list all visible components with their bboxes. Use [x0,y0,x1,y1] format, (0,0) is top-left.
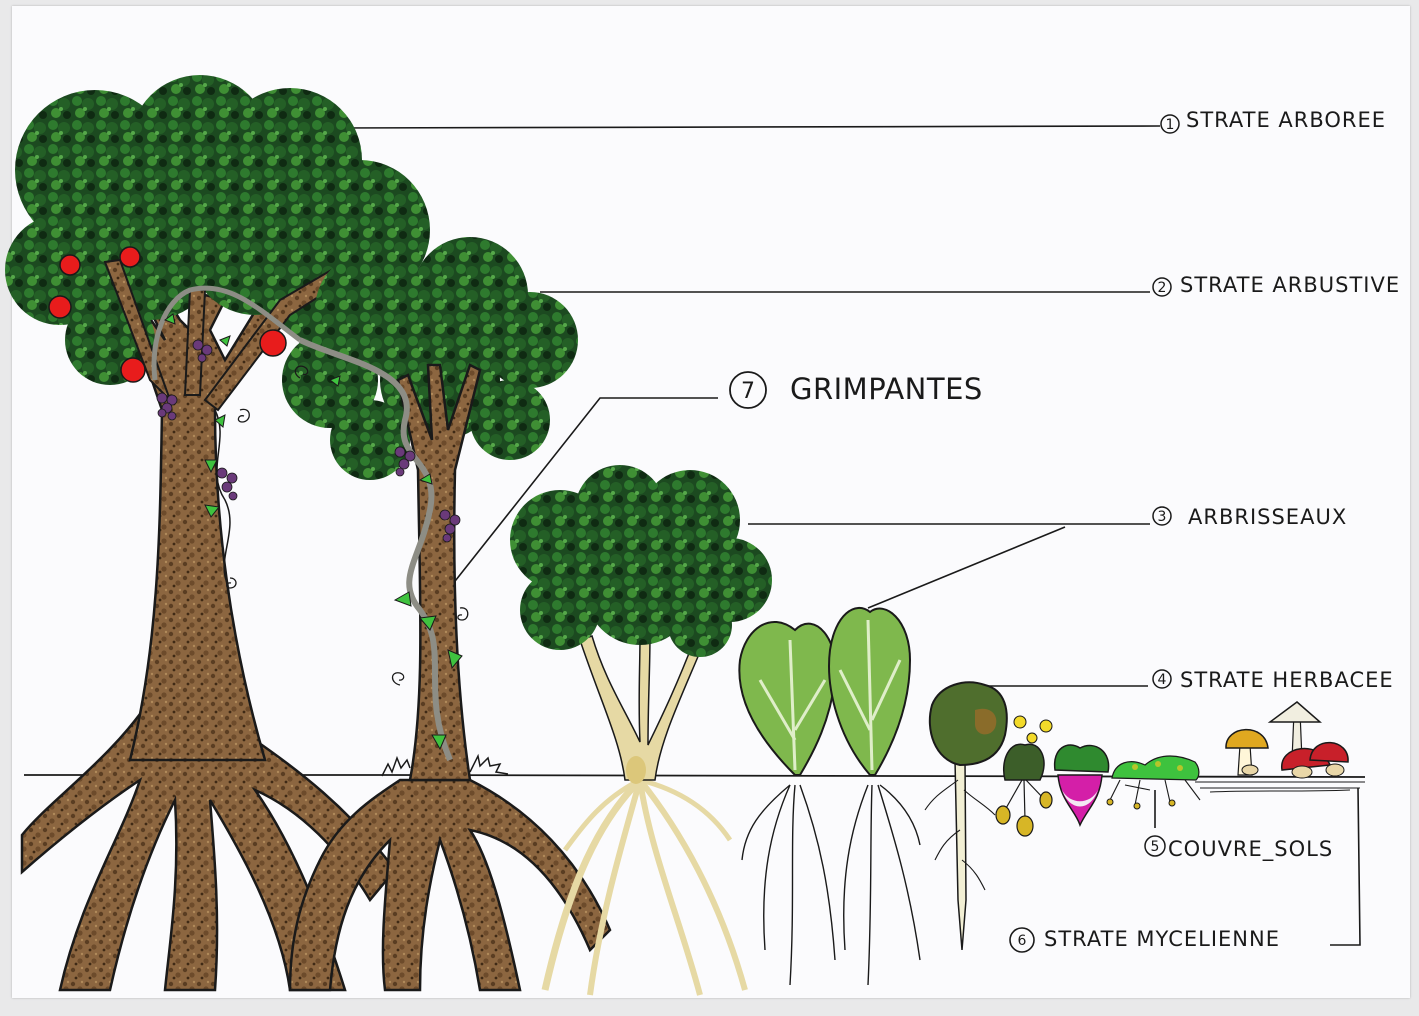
label-6: 6 STRATE MYCELIENNE [1010,927,1280,952]
label-2-number: 2 [1158,280,1167,296]
mycelium-lines [1195,782,1365,792]
flower-icon [1014,716,1052,743]
label-4-text: STRATE HERBACEE [1180,668,1394,692]
label-3-number: 3 [1158,509,1167,525]
label-1-number: 1 [1166,117,1175,133]
label-7-text: GRIMPANTES [790,372,983,406]
label-4-number: 4 [1158,672,1167,688]
label-5-number: 5 [1151,839,1160,855]
leader-line-arbrisseaux-plant [868,527,1065,608]
label-6-number: 6 [1018,933,1027,949]
bush-foliage [510,465,772,657]
leader-line-mycelienne [1330,788,1360,945]
mushroom-icon [1226,702,1348,778]
herbaceous-plants [925,682,1109,950]
label-1: 1 STRATE ARBOREE [1161,108,1386,133]
label-5-text: COUVRE_SOLS [1168,837,1333,862]
label-1-text: STRATE ARBOREE [1186,108,1386,132]
label-6-text: STRATE MYCELIENNE [1044,927,1280,951]
label-2-text: STRATE ARBUSTIVE [1180,273,1400,297]
label-3: 3 ARBRISSEAUX [1153,505,1347,529]
label-2: 2 STRATE ARBUSTIVE [1153,273,1400,297]
leafy-shrubs [739,608,920,985]
label-7-number: 7 [741,379,755,404]
label-4: 4 STRATE HERBACEE [1153,668,1394,692]
label-3-text: ARBRISSEAUX [1188,505,1347,529]
bush [510,465,772,995]
bush-stems [580,635,705,780]
label-7: 7 GRIMPANTES [730,372,983,408]
radish-icon [1055,745,1109,825]
label-5: 5 COUVRE_SOLS [1145,836,1333,862]
leader-line-arboree [330,126,1160,128]
ground-cover [1107,756,1200,809]
